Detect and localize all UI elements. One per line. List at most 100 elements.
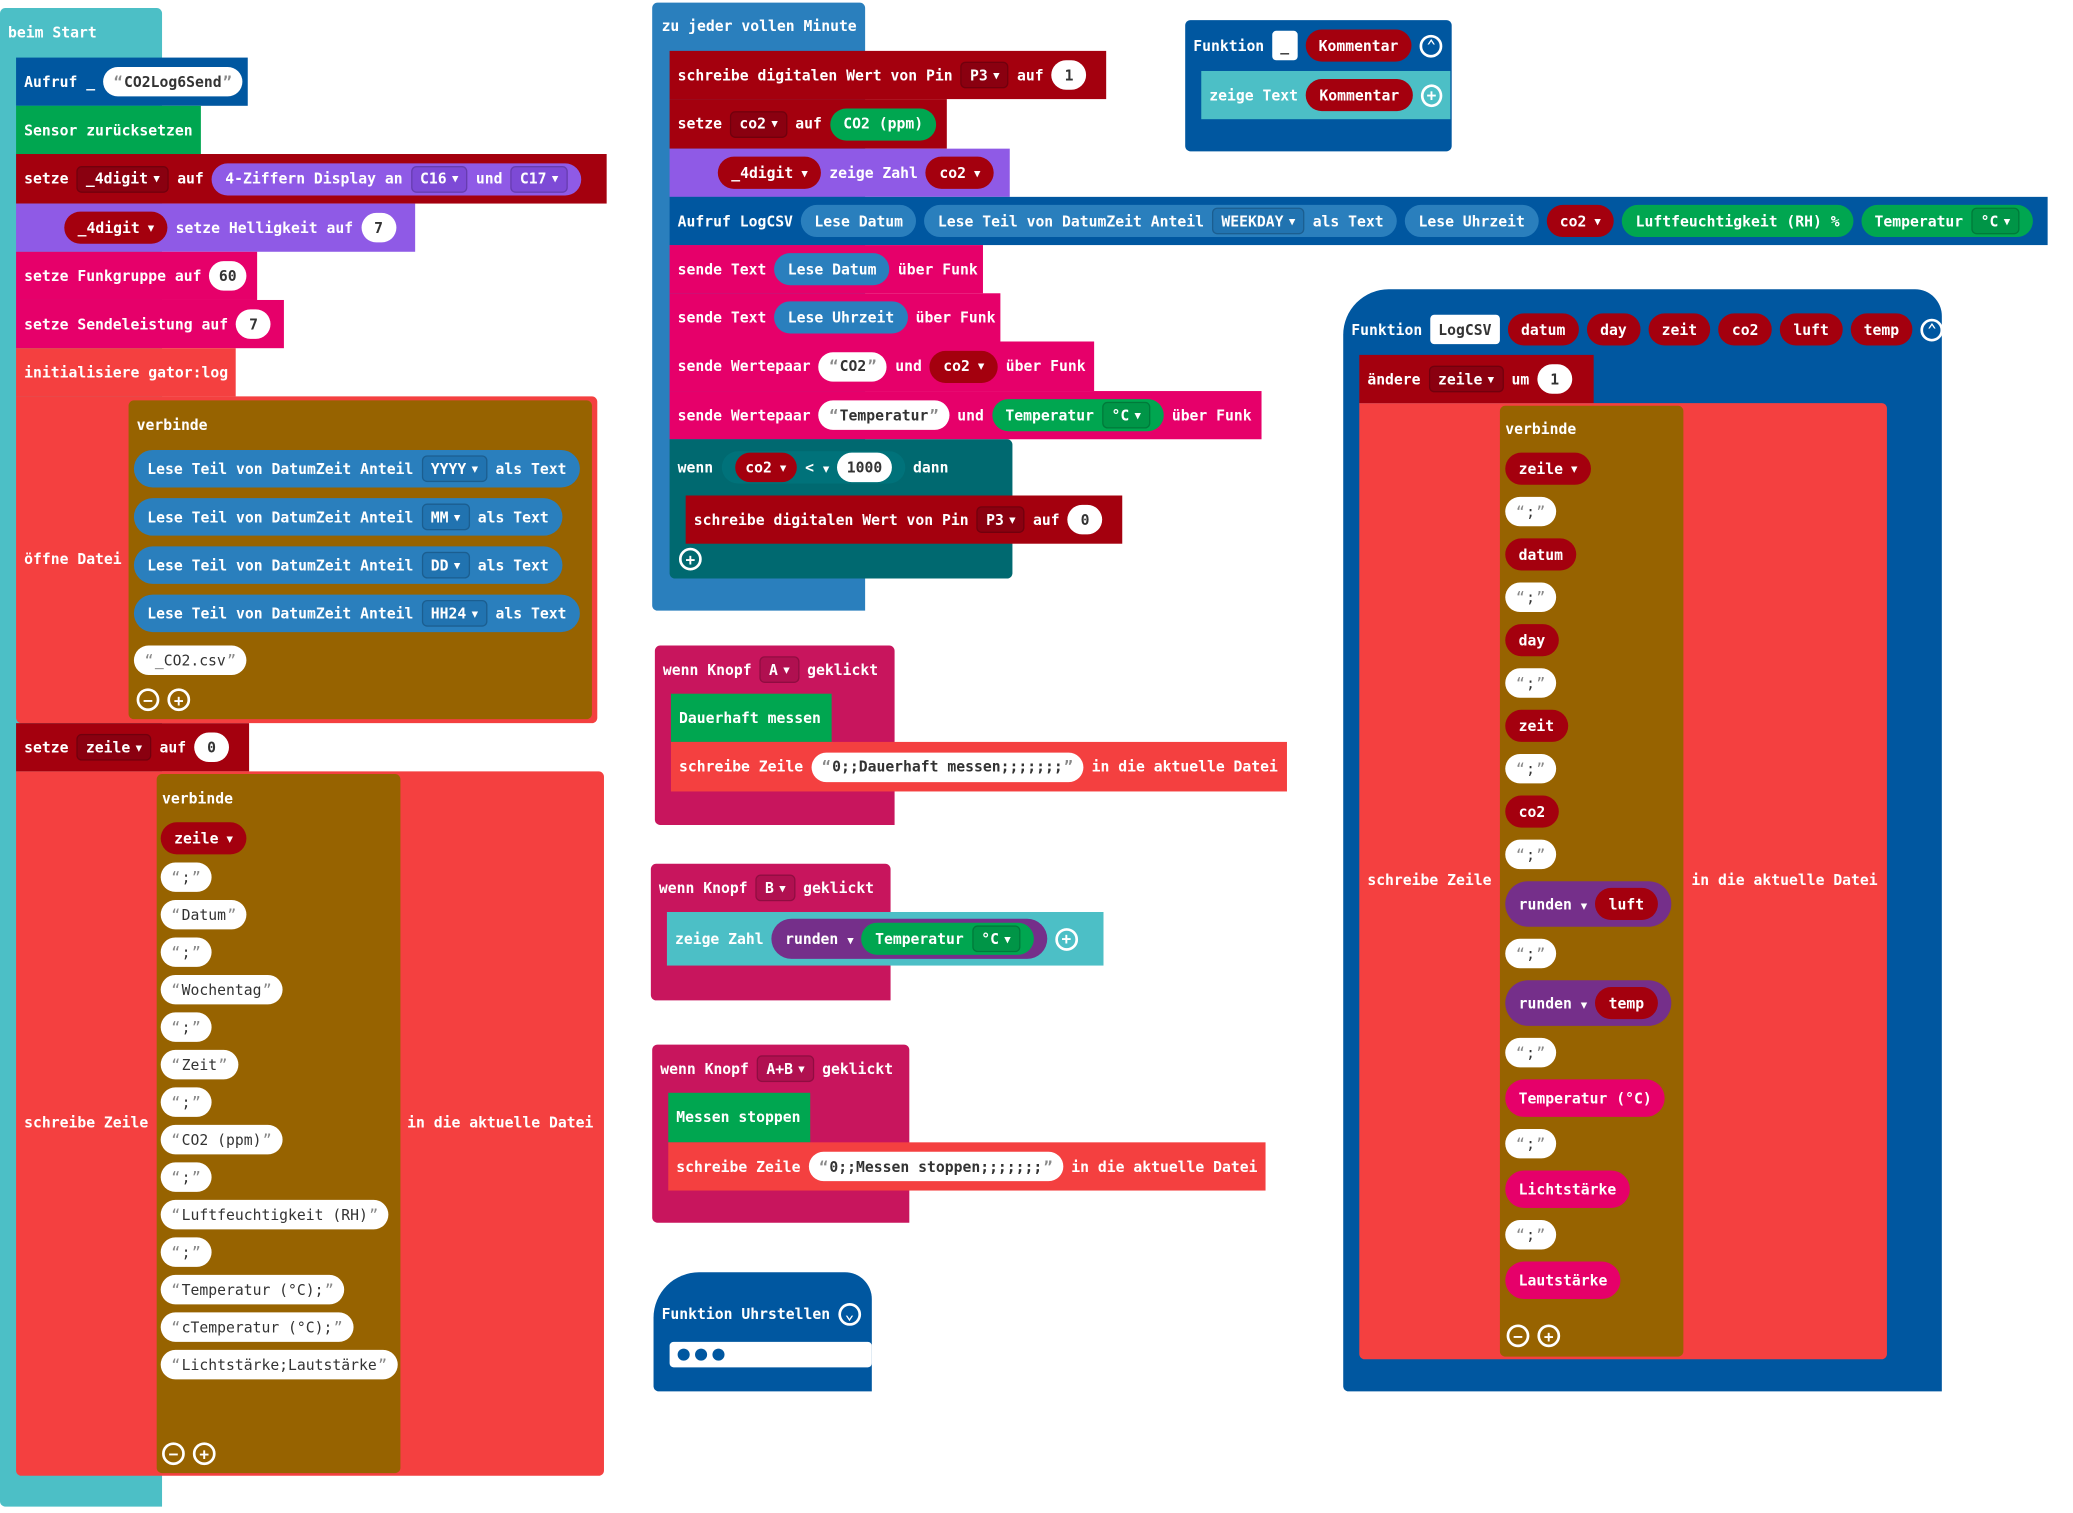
header-string[interactable]: Wochentag <box>160 974 283 1005</box>
header-string[interactable]: Zeit <box>160 1049 239 1080</box>
show-number-b-block[interactable]: zeige Zahl runden ▼ Temperatur °C▼ + <box>666 911 1104 966</box>
param-kommentar[interactable]: Kommentar <box>1305 29 1412 62</box>
collapse-icon[interactable]: ⌃ <box>1920 318 1944 341</box>
compare-reporter[interactable]: co2▼ < ▼ 1000 <box>721 451 906 484</box>
4digit-variable-reporter[interactable]: _4digit▼ <box>64 211 168 244</box>
pin-dio-dropdown[interactable]: C17▼ <box>510 165 568 193</box>
clock-function-block[interactable]: Funktion Uhrstellen ⌄ <box>653 1272 872 1392</box>
round-reporter[interactable]: runden ▼ Temperatur °C▼ <box>771 918 1047 959</box>
plus-icon[interactable]: + <box>167 688 191 712</box>
semicolon-string[interactable]: ; <box>1505 668 1556 698</box>
brightness-value[interactable]: 7 <box>361 212 396 243</box>
collapsed-body[interactable] <box>669 1341 872 1368</box>
co2-sensor-reporter[interactable]: CO2 (ppm) <box>829 107 937 140</box>
param-day[interactable]: day <box>1586 313 1641 346</box>
luft-param-reporter[interactable]: luft <box>1595 887 1658 921</box>
co2-param-reporter[interactable]: co2 <box>1505 795 1559 828</box>
temperature-reporter[interactable]: Temperatur °C▼ <box>861 922 1034 955</box>
data-join-block[interactable]: verbinde zeile▼ ; datum ; day ; zeit ; c… <box>1499 405 1684 1357</box>
header-string[interactable]: ; <box>160 1012 212 1042</box>
co2-variable-reporter[interactable]: co2▼ <box>734 452 798 483</box>
plus-icon[interactable]: + <box>1054 927 1078 951</box>
header-string[interactable]: ; <box>160 1087 212 1117</box>
set-radio-group-block[interactable]: setze Funkgruppe auf 60 <box>16 251 258 300</box>
unit-dropdown[interactable]: °C▼ <box>971 925 1021 953</box>
variable-dropdown[interactable]: _4digit▼ <box>76 165 170 193</box>
button-dropdown[interactable]: B▼ <box>755 874 796 902</box>
measure-stop-block[interactable]: Messen stoppen <box>668 1092 811 1143</box>
call-value[interactable]: CO2Log6Send <box>103 66 243 97</box>
line-text-string[interactable]: 0;;Dauerhaft messen;;;;;;; <box>811 751 1084 782</box>
datetime-hour-reporter[interactable]: Lese Teil von DatumZeit Anteil HH24▼ als… <box>133 594 580 633</box>
call-co2log6send-block[interactable]: Aufruf _ CO2Log6Send <box>16 57 248 106</box>
variable-dropdown[interactable]: zeile▼ <box>76 733 152 761</box>
open-file-block[interactable]: öffne Datei verbinde Lese Teil von Datum… <box>16 396 598 724</box>
pin-dropdown[interactable]: P3▼ <box>976 506 1026 534</box>
file-suffix-string[interactable]: _CO2.csv <box>133 645 247 675</box>
4digit-variable-reporter[interactable]: _4digit▼ <box>717 156 822 189</box>
change-value[interactable]: 1 <box>1537 364 1573 394</box>
humidity-reporter[interactable]: Luftfeuchtigkeit (RH) % <box>1622 204 1854 238</box>
read-time-reporter[interactable]: Lese Uhrzeit <box>774 301 908 334</box>
pin-clk-dropdown[interactable]: C16▼ <box>410 165 468 193</box>
plus-icon[interactable]: + <box>678 547 702 571</box>
unit-dropdown[interactable]: °C▼ <box>1102 401 1151 429</box>
light-level-reporter[interactable]: Lichtstärke <box>1505 1170 1630 1208</box>
param-datum[interactable]: datum <box>1507 313 1579 346</box>
temp-param-reporter[interactable]: temp <box>1595 986 1658 1020</box>
temperature-reporter[interactable]: Temperatur °C▼ <box>991 399 1164 432</box>
co2-variable-reporter[interactable]: co2▼ <box>1546 204 1615 238</box>
send-date-block[interactable]: sende Text Lese Datum über Funk <box>669 245 983 294</box>
header-string[interactable]: CO2 (ppm) <box>160 1124 283 1155</box>
read-date-reporter[interactable]: Lese Datum <box>800 204 917 238</box>
variable-dropdown[interactable]: zeile▼ <box>1428 365 1504 393</box>
sound-level-reporter[interactable]: Lautstärke <box>1505 1261 1621 1300</box>
header-string[interactable]: ; <box>160 937 212 967</box>
unit-dropdown[interactable]: °C▼ <box>1971 207 2020 235</box>
function-name-field[interactable]: _ <box>1272 30 1298 61</box>
write-header-line-block[interactable]: schreibe Zeile in die aktuelle Datei ver… <box>16 771 604 1476</box>
format-dropdown[interactable]: HH24▼ <box>421 599 488 627</box>
send-time-block[interactable]: sende Text Lese Uhrzeit über Funk <box>669 293 1001 342</box>
digital-write-on-block[interactable]: schreibe digitalen Wert von Pin P3▼ auf … <box>669 50 1107 100</box>
variable-dropdown[interactable]: co2▼ <box>730 110 788 138</box>
semicolon-string[interactable]: ; <box>1505 1220 1556 1250</box>
plus-icon[interactable]: + <box>1537 1324 1561 1348</box>
semicolon-string[interactable]: ; <box>1505 582 1556 613</box>
datetime-year-reporter[interactable]: Lese Teil von DatumZeit Anteil YYYY▼ als… <box>133 449 580 488</box>
join-block[interactable]: verbinde Lese Teil von DatumZeit Anteil … <box>128 400 592 720</box>
reset-sensor-block[interactable]: Sensor zurücksetzen <box>16 105 201 155</box>
datetime-month-reporter[interactable]: Lese Teil von DatumZeit Anteil MM▼ als T… <box>133 498 563 536</box>
digital-write-off-block[interactable]: schreibe digitalen Wert von Pin P3▼ auf … <box>685 495 1123 544</box>
line-text-string[interactable]: 0;;Messen stoppen;;;;;;; <box>808 1151 1064 1182</box>
co2-variable-reporter[interactable]: co2▼ <box>929 350 998 383</box>
zeile-variable-reporter[interactable]: zeile▼ <box>1505 452 1591 485</box>
show-number-block[interactable]: _4digit▼ zeige Zahl co2▼ <box>669 148 1010 197</box>
header-string[interactable]: cTemperatur (°C); <box>160 1312 354 1342</box>
header-join-block[interactable]: verbinde zeile▼;Datum;Wochentag;Zeit;CO2… <box>156 774 401 1474</box>
minus-icon[interactable]: − <box>162 1442 185 1466</box>
header-string[interactable]: ; <box>160 862 212 892</box>
minus-icon[interactable]: − <box>1506 1324 1530 1348</box>
day-param-reporter[interactable]: day <box>1505 624 1559 657</box>
transmit-power-value[interactable]: 7 <box>236 309 271 339</box>
zeit-param-reporter[interactable]: zeit <box>1505 709 1568 742</box>
format-dropdown[interactable]: MM▼ <box>421 503 470 531</box>
header-string[interactable]: Temperatur (°C); <box>160 1274 345 1305</box>
set-brightness-block[interactable]: _4digit▼ setze Helligkeit auf 7 <box>16 203 416 252</box>
semicolon-string[interactable]: ; <box>1505 938 1556 969</box>
round-luft-reporter[interactable]: runden ▼ luft <box>1505 881 1671 927</box>
set-zeile-block[interactable]: setze zeile▼ auf 0 <box>16 723 250 772</box>
send-co2-pair-block[interactable]: sende Wertepaar CO2 und co2▼ über Funk <box>669 341 1095 392</box>
datetime-day-reporter[interactable]: Lese Teil von DatumZeit Anteil DD▼ als T… <box>133 546 563 584</box>
semicolon-string[interactable]: ; <box>1505 1128 1556 1159</box>
temperature-sensor-reporter[interactable]: Temperatur (°C) <box>1505 1079 1666 1117</box>
button-dropdown[interactable]: A▼ <box>759 656 800 683</box>
kommentar-reporter[interactable]: Kommentar <box>1306 79 1413 112</box>
minus-icon[interactable]: − <box>136 688 160 712</box>
radio-group-value[interactable]: 60 <box>209 261 247 291</box>
write-line-ab-block[interactable]: schreibe Zeile 0;;Messen stoppen;;;;;;; … <box>668 1142 1266 1191</box>
call-logcsv-block[interactable]: Aufruf LogCSV Lese Datum Lese Teil von D… <box>669 196 2048 246</box>
format-dropdown[interactable]: WEEKDAY▼ <box>1211 207 1305 235</box>
